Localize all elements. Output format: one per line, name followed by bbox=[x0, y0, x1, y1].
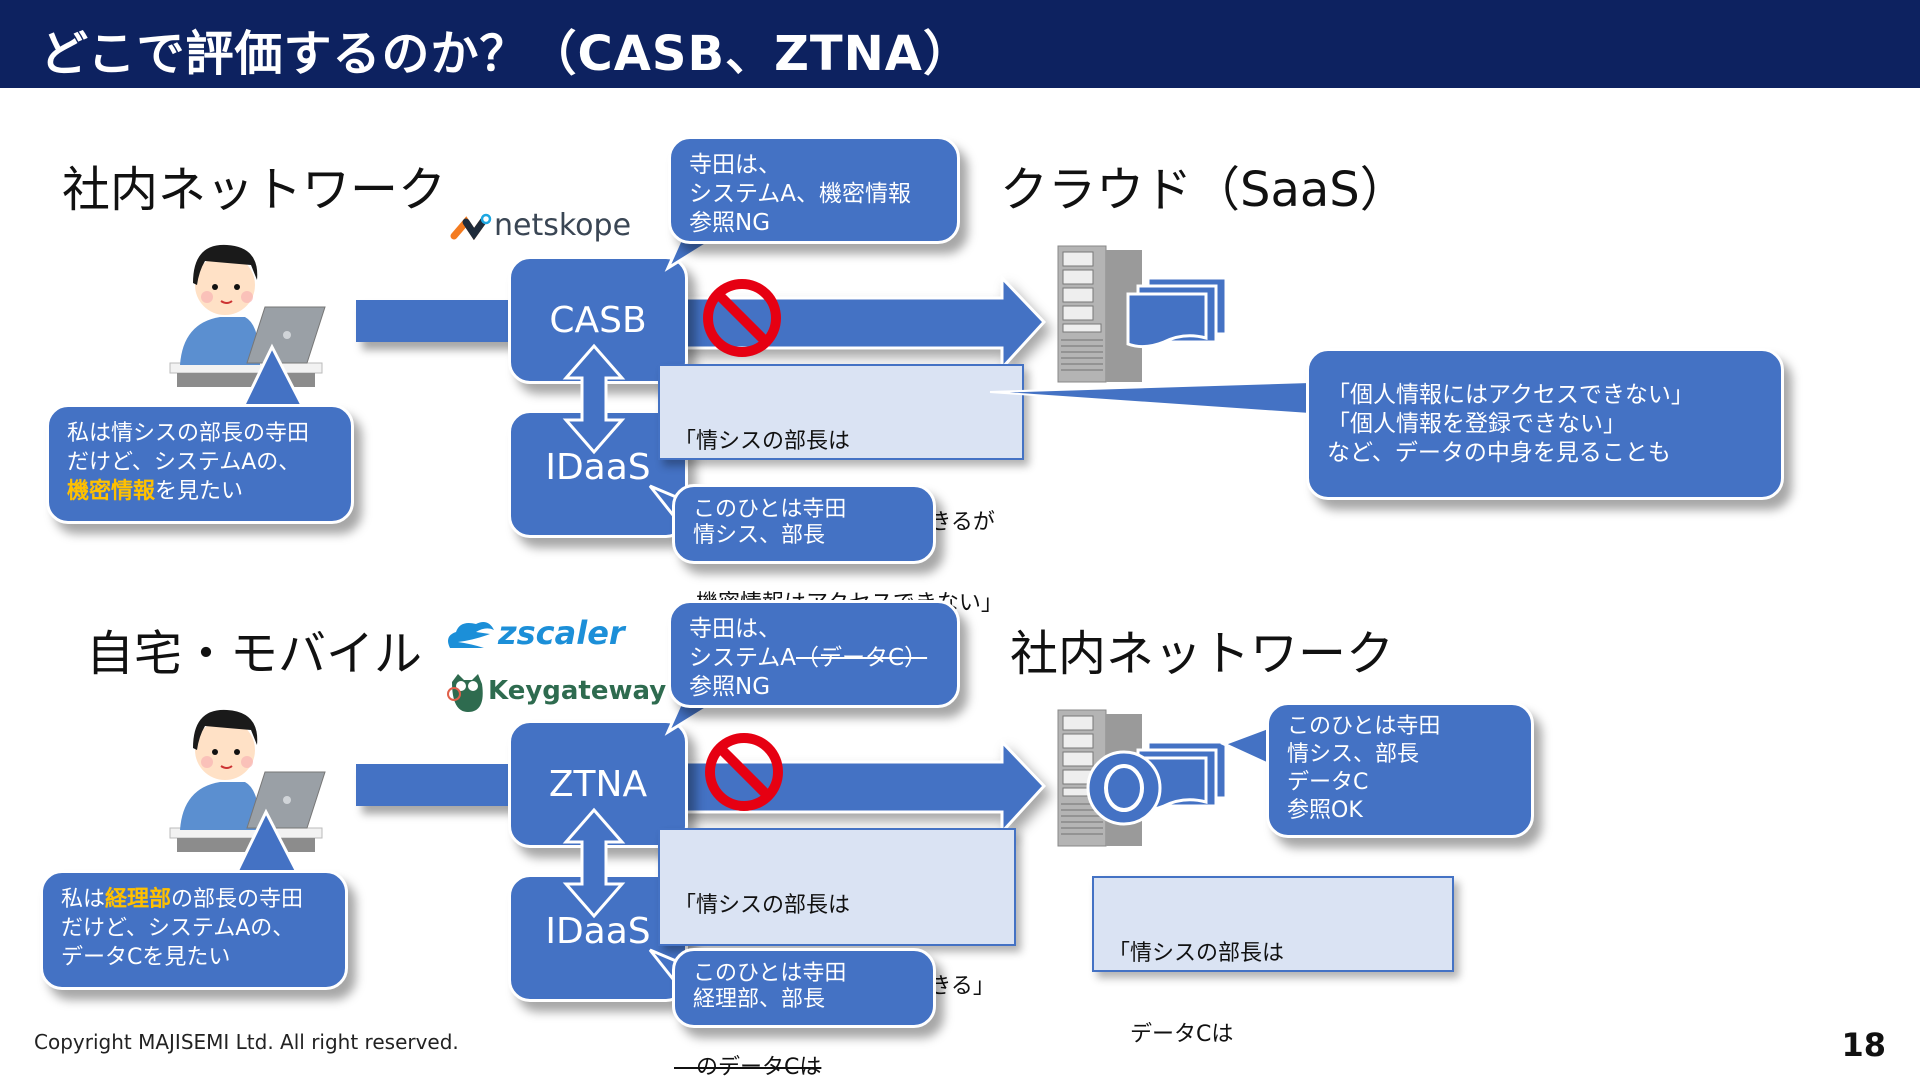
page-number: 18 bbox=[1841, 1026, 1886, 1064]
server-authorization-bubble: このひとは寺田 情シス、部長 データC 参照OK bbox=[1266, 702, 1534, 838]
dlp-inspection-bubble: 「個人情報にはアクセスできない」 「個人情報を登録できない」 など、データの中身… bbox=[1306, 348, 1784, 500]
owl-icon bbox=[447, 674, 483, 712]
internal-server-illustration bbox=[1056, 708, 1236, 852]
bubble-line: システムA（データC） bbox=[689, 644, 939, 673]
bubble-line: このひとは寺田 bbox=[693, 497, 847, 522]
user-at-laptop-illustration bbox=[165, 235, 326, 389]
remote-user-request-bubble: 私は経理部の部長の寺田 だけど、システムAの、 データCを見たい bbox=[40, 870, 348, 990]
ztna-policy-note: 「情シスの部長は システムAにアクセスできる」 のデータCは 参照できるが、更新… bbox=[658, 828, 1016, 1080]
section-label-internal-network-dest: 社内ネットワーク bbox=[1010, 626, 1395, 682]
bubble-line: このひとは寺田 bbox=[693, 961, 847, 986]
server-policy-note: 「情シスの部長は データCは 参照できるが、更新できない」 bbox=[1092, 876, 1454, 1047]
double-arrow-casb-idaas bbox=[562, 343, 626, 455]
struck-note-line: のデータCは bbox=[674, 1055, 822, 1080]
person-laptop-icon bbox=[169, 244, 326, 387]
zscaler-wordmark: zscaler bbox=[498, 614, 625, 652]
bubble-line: だけど、システムAの、 bbox=[61, 916, 295, 941]
casb-decision-bubble: 寺田は、 システムA、機密情報 参照NG bbox=[668, 136, 960, 244]
bubble-line: データCを見たい bbox=[61, 945, 231, 970]
bubble-line: 参照NG bbox=[689, 674, 771, 700]
idaas-identity-bubble-bottom: このひとは寺田 経理部、部長 bbox=[672, 948, 936, 1028]
bubble-line: 寺田は、 bbox=[689, 616, 781, 642]
note-line: 「情シスの部長は bbox=[674, 893, 851, 918]
bubble-line: など、データの中身を見ることも bbox=[1327, 440, 1671, 466]
note-line: 「情シスの部長は bbox=[674, 429, 851, 454]
bubble-line: 経理部、部長 bbox=[693, 987, 826, 1012]
bubble-line: 「個人情報を登録できない」 bbox=[1327, 411, 1626, 437]
bubble-line: データC bbox=[1287, 770, 1369, 795]
documents-icon bbox=[1126, 276, 1228, 349]
zscaler-logo: zscaler bbox=[444, 614, 625, 658]
idaas-label: IDaaS bbox=[545, 911, 651, 952]
bubble-line: システムA、機密情報 bbox=[689, 181, 912, 207]
user-request-bubble: 私は情シスの部長の寺田 だけど、システムAの、 機密情報を見たい bbox=[46, 404, 354, 524]
header-bar: どこで評価するのか？（CASB、ZTNA） bbox=[0, 0, 1920, 88]
note-line: 「情シスの部長は bbox=[1108, 941, 1285, 966]
bubble-line: 参照NG bbox=[689, 210, 771, 236]
ztna-decision-bubble: 寺田は、 システムA（データC） 参照NG bbox=[668, 600, 960, 708]
netskope-mark-icon bbox=[450, 213, 492, 241]
bubble-line: 機密情報を見たい bbox=[67, 477, 333, 506]
struck-text: （データC） bbox=[796, 645, 928, 671]
highlight-accounting-dept: 経理部 bbox=[105, 887, 172, 912]
bubble-line: 参照OK bbox=[1287, 798, 1363, 823]
bubble-text: システムA bbox=[689, 645, 797, 671]
note-line: データCは bbox=[1108, 1022, 1234, 1047]
idaas-label: IDaaS bbox=[545, 447, 651, 488]
section-label-cloud-saas: クラウド（SaaS） bbox=[1000, 162, 1408, 218]
connector-user-to-casb bbox=[356, 300, 512, 342]
bubble-line: 私は経理部の部長の寺田 bbox=[61, 885, 327, 914]
idaas-identity-bubble: このひとは寺田 情シス、部長 bbox=[672, 484, 936, 564]
prohibited-icon bbox=[703, 279, 781, 357]
bubble-text: の部長の寺田 bbox=[171, 887, 304, 912]
bubble-line: 寺田は、 bbox=[689, 152, 781, 178]
copyright-text: Copyright MAJISEMI Ltd. All right reserv… bbox=[34, 1030, 459, 1054]
prohibited-icon bbox=[705, 733, 783, 811]
bubble-line: このひとは寺田 bbox=[1287, 714, 1441, 739]
dlp-bubble-pointer bbox=[989, 380, 1311, 416]
netskope-logo: netskope bbox=[450, 208, 631, 246]
section-label-home-mobile: 自宅・モバイル bbox=[86, 626, 423, 682]
ok-circle-icon bbox=[1086, 750, 1162, 826]
connector-user-to-ztna bbox=[356, 764, 512, 806]
zscaler-cloud-icon bbox=[448, 622, 494, 648]
saas-server-illustration bbox=[1056, 244, 1236, 388]
bubble-text: 私は bbox=[61, 887, 106, 912]
netskope-wordmark: netskope bbox=[494, 208, 632, 243]
casb-node[interactable]: CASB bbox=[508, 256, 688, 384]
bubble-line: 「個人情報にはアクセスできない」 bbox=[1327, 382, 1694, 408]
keygateway-wordmark: Keygateway bbox=[488, 676, 667, 706]
bubble-line: 情シス、部長 bbox=[693, 523, 826, 548]
keygateway-logo: Keygateway bbox=[446, 672, 666, 718]
ztna-label: ZTNA bbox=[548, 763, 648, 805]
bubble-line: 情シス、部長 bbox=[1287, 742, 1420, 767]
bubble-line: だけど、システムAの、 bbox=[67, 450, 301, 475]
arrow-ztna-to-internal bbox=[670, 738, 1047, 836]
page-title: どこで評価するのか？（CASB、ZTNA） bbox=[40, 26, 972, 82]
bubble-line: 私は情シスの部長の寺田 bbox=[67, 421, 310, 446]
casb-policy-note: 「情シスの部長は システムAにアクセスできるが 機密情報はアクセスできない」 bbox=[658, 364, 1024, 616]
section-label-internal-network: 社内ネットワーク bbox=[62, 162, 447, 218]
casb-label: CASB bbox=[549, 299, 647, 341]
bubble-line-rest: を見たい bbox=[155, 479, 244, 504]
highlight-confidential: 機密情報 bbox=[67, 479, 156, 504]
double-arrow-ztna-idaas bbox=[562, 807, 626, 919]
